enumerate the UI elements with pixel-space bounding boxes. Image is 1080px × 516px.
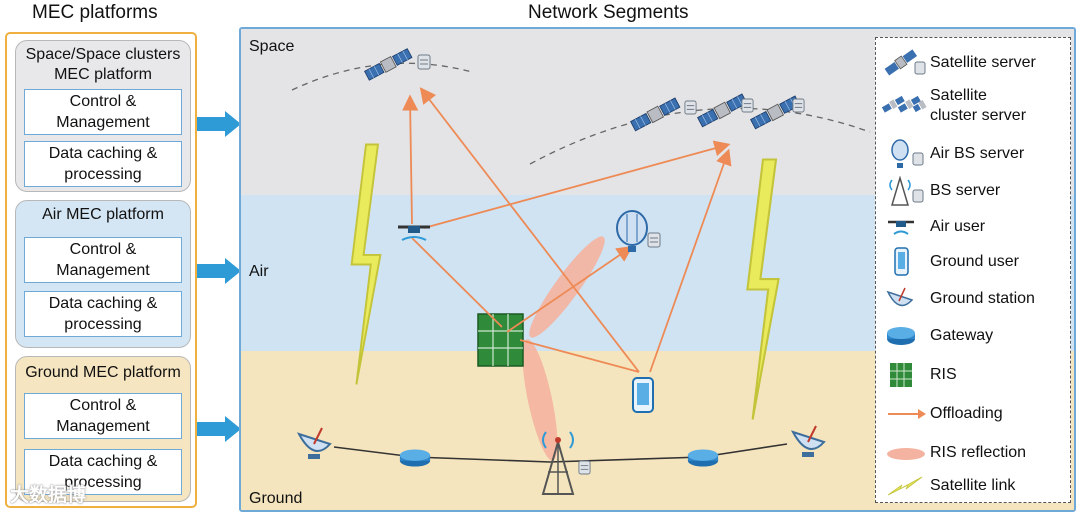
legend-item-satellite-cluster-server: Satellite cluster server — [878, 84, 1070, 128]
cluster-satellite-2-icon — [697, 92, 748, 129]
legend-label-satellite-cluster-server: Satellite cluster server — [930, 87, 1027, 124]
ris-panel — [477, 313, 524, 367]
legend-item-air-user: Air user — [878, 212, 1070, 242]
gateway-right-icon — [687, 449, 719, 467]
ground-data-caching-box: Data caching & processing — [24, 449, 182, 495]
air-mec-platform: Air MEC platform Control & Management Da… — [15, 200, 191, 348]
legend-label-air-user: Air user — [930, 218, 986, 235]
ground-station-left-icon — [298, 427, 331, 460]
ris-reflection-icon — [887, 448, 925, 460]
space-mapping-arrow — [197, 111, 241, 137]
cluster-satellite-1-icon — [630, 96, 681, 133]
air-band-label: Air — [249, 263, 269, 280]
ground-user-phone-icon — [632, 377, 654, 413]
air-user-icon — [888, 220, 914, 235]
space-mec-platform-title: Space/Space clusters MEC platform — [25, 46, 181, 83]
air-bs-server-icon — [891, 139, 924, 168]
ground-control-management-box: Control & Management — [24, 393, 182, 439]
space-band-label: Space — [249, 38, 295, 55]
gateway-left-icon — [399, 449, 431, 467]
legend-item-satellite-server: Satellite server — [878, 48, 1070, 78]
legend-item-ris: RIS — [878, 360, 1070, 390]
ground-user-icon — [894, 247, 909, 276]
space-data-caching-box: Data caching & processing — [24, 141, 182, 187]
legend-item-satellite-link: Satellite link — [878, 471, 1070, 501]
legend-label-gateway: Gateway — [930, 327, 994, 344]
air-bs-balloon-icon — [616, 210, 648, 252]
mec-platforms-panel: Space/Space clusters MEC platform Contro… — [5, 32, 197, 508]
legend-label-offloading: Offloading — [930, 405, 1003, 422]
ris-icon — [890, 363, 912, 387]
space-mec-platform: Space/Space clusters MEC platform Contro… — [15, 40, 191, 192]
legend-item-gateway: Gateway — [878, 321, 1070, 351]
bs-server-icon — [889, 176, 924, 206]
legend-item-ris-reflection: RIS reflection — [878, 438, 1070, 468]
legend-label-bs-server: BS server — [930, 182, 1001, 199]
orbit-arc-left — [291, 62, 473, 91]
network-scene — [291, 47, 871, 495]
air-mec-platform-title: Air MEC platform — [42, 206, 164, 223]
watermark-text: 大数据博 — [10, 485, 87, 506]
ground-links — [333, 443, 788, 463]
satellite-link-left — [350, 143, 382, 386]
satellite-link-icon — [887, 476, 923, 496]
legend-label-ground-station: Ground station — [930, 290, 1035, 307]
legend-label-air-bs-server: Air BS server — [930, 145, 1025, 162]
air-control-management-box: Control & Management — [24, 237, 182, 283]
orbit-arc-right — [529, 107, 871, 165]
ris-beam-down — [522, 339, 558, 461]
legend-label-ground-user: Ground user — [930, 253, 1019, 270]
legend-label-satellite-server: Satellite server — [930, 54, 1036, 71]
air-user-drone-icon — [398, 225, 430, 241]
ground-station-icon — [886, 287, 914, 307]
ground-band-label: Ground — [249, 490, 303, 507]
mec-platforms-title: MEC platforms — [32, 2, 158, 23]
ground-mec-platform-title: Ground MEC platform — [25, 364, 181, 381]
offloading-arrow-icon — [888, 409, 926, 419]
ris-beam-up — [529, 236, 605, 338]
satellite-server-icon — [364, 47, 414, 82]
legend-label-ris-reflection: RIS reflection — [930, 444, 1027, 461]
legend-item-air-bs-server: Air BS server — [878, 139, 1070, 169]
legend-item-ground-user: Ground user — [878, 247, 1070, 277]
network-segments-title: Network Segments — [528, 2, 689, 23]
bs-tower-icon — [541, 431, 575, 495]
legend-item-ground-station: Ground station — [878, 284, 1070, 314]
ground-mapping-arrow — [197, 416, 241, 442]
satellite-server-icon — [884, 49, 926, 76]
gateway-icon — [887, 327, 915, 345]
legend: Satellite server Satellite cluster serve… — [875, 37, 1071, 503]
legend-label-ris: RIS — [930, 366, 957, 383]
space-control-management-box: Control & Management — [24, 89, 182, 135]
satellite-cluster-server-icon — [882, 95, 927, 113]
satellite-link-right — [746, 158, 780, 421]
legend-item-offloading: Offloading — [878, 399, 1070, 429]
legend-item-bs-server: BS server — [878, 176, 1070, 206]
ground-mec-platform: Ground MEC platform Control & Management… — [15, 356, 191, 502]
ground-station-right-icon — [792, 425, 825, 458]
air-mapping-arrow — [197, 258, 241, 284]
legend-label-satellite-link: Satellite link — [930, 477, 1016, 494]
air-data-caching-box: Data caching & processing — [24, 291, 182, 337]
offloading-arrows — [402, 87, 732, 373]
